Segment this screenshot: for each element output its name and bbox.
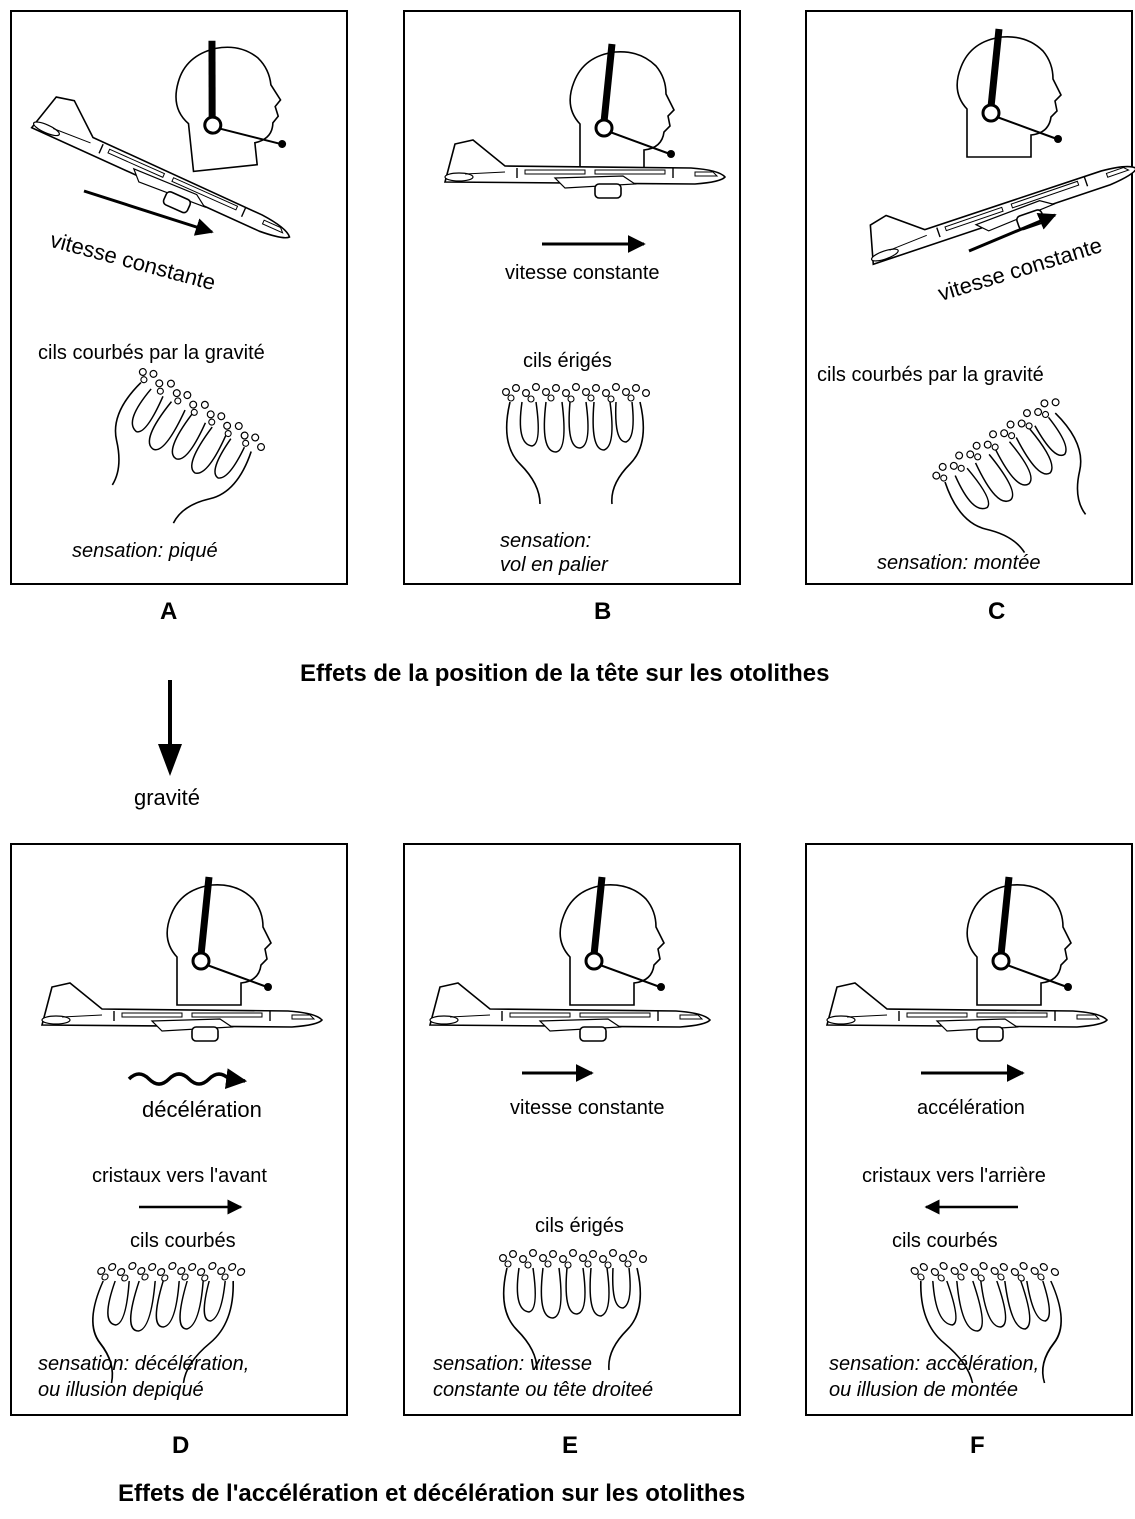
panel-b: vitesse constante cils érigés sensation:… [403,10,741,585]
motion-arrow-icon [968,212,1057,253]
panel-letter-b: B [594,598,612,625]
cilia-label: cils érigés [535,1215,624,1237]
airplane-icon [429,982,711,1042]
motion-label: vitesse constante [505,262,660,284]
sensation-label: sensation: montée [877,552,1041,574]
sensation-label-line1: sensation: [500,530,592,552]
motion-label: vitesse constante [510,1097,665,1119]
motion-arrow-icon [522,1064,594,1082]
sensation-label-line1: sensation: décélération, [38,1353,250,1375]
panel-letter-d: D [172,1432,190,1459]
gravity-label: gravité [134,785,201,810]
panel-f: accélération cristaux vers l'arrière cil… [805,843,1133,1416]
airplane-icon [41,982,323,1042]
panel-letter-f: F [970,1432,985,1459]
panel-letter-c: C [988,598,1006,625]
panel-letter-e: E [562,1432,579,1459]
cilia-label: cils courbés [892,1230,998,1252]
sensation-label-line1: sensation: accélération, [829,1353,1040,1375]
sensation-label-line1: sensation: vitesse [433,1353,592,1375]
panel-d: décélération cristaux vers l'avant cils … [10,843,348,1416]
panel-c: vitesse constante cils courbés par la gr… [805,10,1135,585]
crystals-label: cristaux vers l'arrière [862,1165,1046,1187]
crystals-backward-arrow-icon [924,1199,1018,1215]
panel-a: vitesse constante cils courbés par la gr… [10,10,348,585]
sensation-label-line2: vol en palier [500,554,608,576]
cilia-label: cils érigés [523,350,612,372]
motion-label: accélération [917,1097,1025,1119]
motion-arrow-icon [83,189,214,236]
sensation-label-line2: ou illusion depiqué [38,1379,204,1401]
motion-label: décélération [142,1097,262,1122]
otolith-bent-icon [82,382,302,532]
motion-arrow-icon [542,235,646,253]
cilia-label: cils courbés par la gravité [38,342,265,364]
airplane-icon [826,982,1108,1042]
motion-arrow-icon [921,1064,1025,1082]
cilia-label: cils courbés par la gravité [817,364,1044,386]
crystals-forward-arrow-icon [139,1199,243,1215]
bottom-title: Effets de l'accélération et décélération… [118,1480,746,1507]
deceleration-wavy-arrow-icon [127,1068,248,1090]
panel-letter-a: A [160,598,178,625]
sensation-label: sensation: piqué [72,540,218,562]
sensation-label-line2: ou illusion de montée [829,1379,1019,1401]
cilia-label: cils courbés [130,1230,236,1252]
otolith-bent-icon [867,392,1087,542]
crystals-label: cristaux vers l'avant [92,1165,267,1187]
panel-e: vitesse constante cils érigés sensation:… [403,843,741,1416]
gravity-arrow-icon [158,680,182,776]
otolith-upright-icon [500,384,660,514]
sensation-label-line2: constante ou tête droiteé [433,1379,654,1401]
top-title: Effets de la position de la tête sur les… [300,660,830,687]
airplane-icon [444,139,726,199]
